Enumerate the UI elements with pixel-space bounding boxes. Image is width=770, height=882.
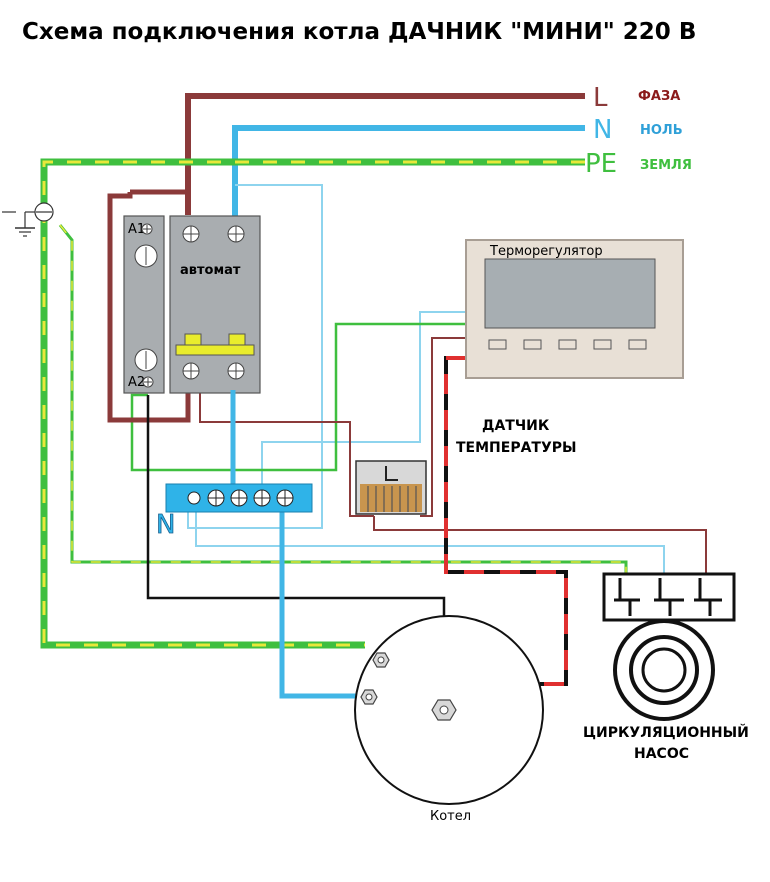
neutral-branch-right [187,184,323,529]
boiler-label: Котел [430,809,471,824]
neutral-wire [232,125,585,230]
thermostat: Терморегулятор [465,239,684,379]
contactor-a1-label: A1 [128,222,145,237]
contactor-module: A1 A2 [123,215,165,394]
neutral-bus-label: N [156,510,175,540]
neutral-branch-pump [195,512,665,574]
earth-branch-pump [58,224,628,574]
pump-label-2: НАСОС [634,746,689,762]
relay-terminal-block [355,460,427,515]
boiler [354,615,544,805]
breaker-module: автомат [169,215,261,394]
earth-letter: PE [585,149,617,179]
contactor-a2-label: A2 [128,375,145,390]
phase-letter: L [593,83,608,113]
earth-label: ЗЕМЛЯ [640,158,692,173]
phase-label: ФАЗА [638,89,680,104]
earth-wire [40,158,585,649]
phase-wire [185,93,585,215]
neutral-wire-boiler [279,502,365,699]
sensor-wire [444,356,568,686]
neutral-bus [165,483,313,513]
temp-sensor-label-2: ТЕМПЕРАТУРЫ [456,440,577,456]
temp-sensor-label-1: ДАТЧИК [482,418,550,434]
neutral-branch-thermostat [261,311,468,505]
phase-branch-thermostat [199,390,374,517]
thermostat-label: Терморегулятор [489,244,603,259]
phase-loop-contactor [107,192,191,423]
diagram-title: Схема подключения котла ДАЧНИК "МИНИ" 22… [22,19,696,45]
neutral-label: НОЛЬ [640,123,683,138]
phase-branch-sensor [373,516,707,574]
circulation-pump [602,572,736,721]
pump-label-1: ЦИРКУЛЯЦИОННЫЙ [583,724,749,741]
neutral-letter: N [593,115,612,145]
thermostat-buttons [488,339,647,350]
ground-symbol [2,202,54,237]
thermostat-wire-brown [420,337,468,517]
breaker-label: автомат [180,263,241,278]
